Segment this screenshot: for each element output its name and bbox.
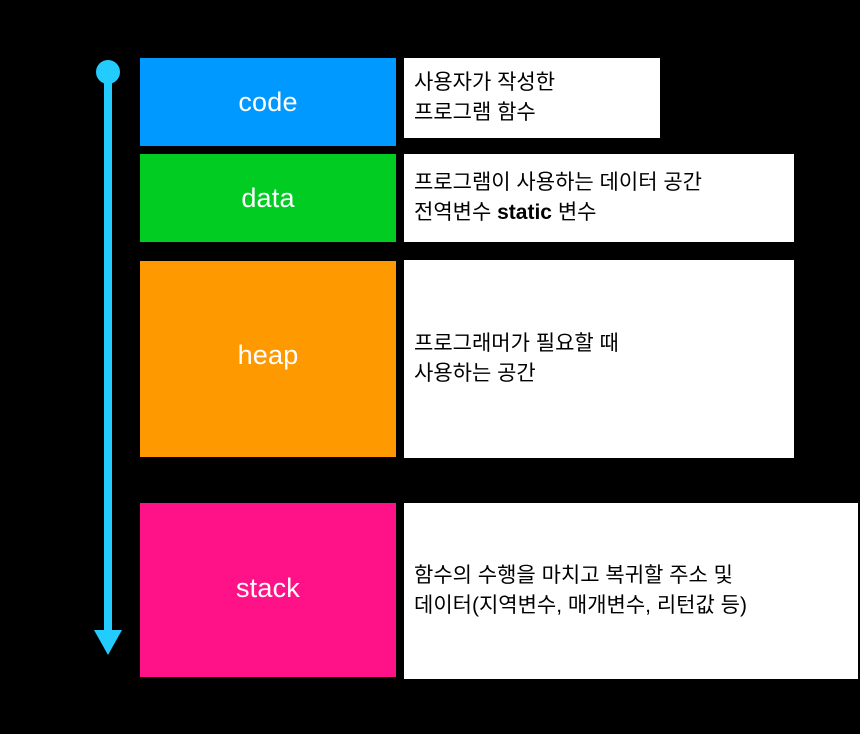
downward-arrow-icon	[94, 60, 122, 655]
segment-label-heap: heap	[237, 339, 299, 370]
description-line: 사용하는 공간	[414, 362, 536, 385]
description-line: 함수의 수행을 마치고 복귀할 주소 및	[414, 564, 733, 588]
description-line: 프로그램 함수	[414, 101, 536, 124]
segment-label-data: data	[241, 182, 295, 213]
segment-description-code: 사용자가 작성한 프로그램 함수	[402, 56, 662, 140]
description-line: 사용자가 작성한	[414, 71, 556, 95]
segment-label-code: code	[238, 86, 298, 117]
description-line: 프로그래머가 필요할 때	[414, 332, 619, 356]
segment-label-stack: stack	[235, 572, 301, 603]
segment-block-code: code	[140, 58, 396, 146]
description-line-with-keyword: 전역변수 static 변수	[414, 201, 597, 224]
segment-block-stack: stack	[140, 503, 396, 677]
description-line: 프로그램이 사용하는 데이터 공간	[414, 171, 702, 195]
segment-block-heap: heap	[140, 261, 396, 457]
memory-growth-arrow	[88, 55, 132, 660]
segment-description-heap: 프로그래머가 필요할 때 사용하는 공간	[402, 258, 796, 460]
segment-description-stack: 함수의 수행을 마치고 복귀할 주소 및 데이터(지역변수, 매개변수, 리턴값…	[402, 501, 860, 681]
description-line: 데이터(지역변수, 매개변수, 리턴값 등)	[414, 594, 747, 617]
segment-block-data: data	[140, 154, 396, 242]
segment-description-data: 프로그램이 사용하는 데이터 공간 전역변수 static 변수	[402, 152, 796, 244]
